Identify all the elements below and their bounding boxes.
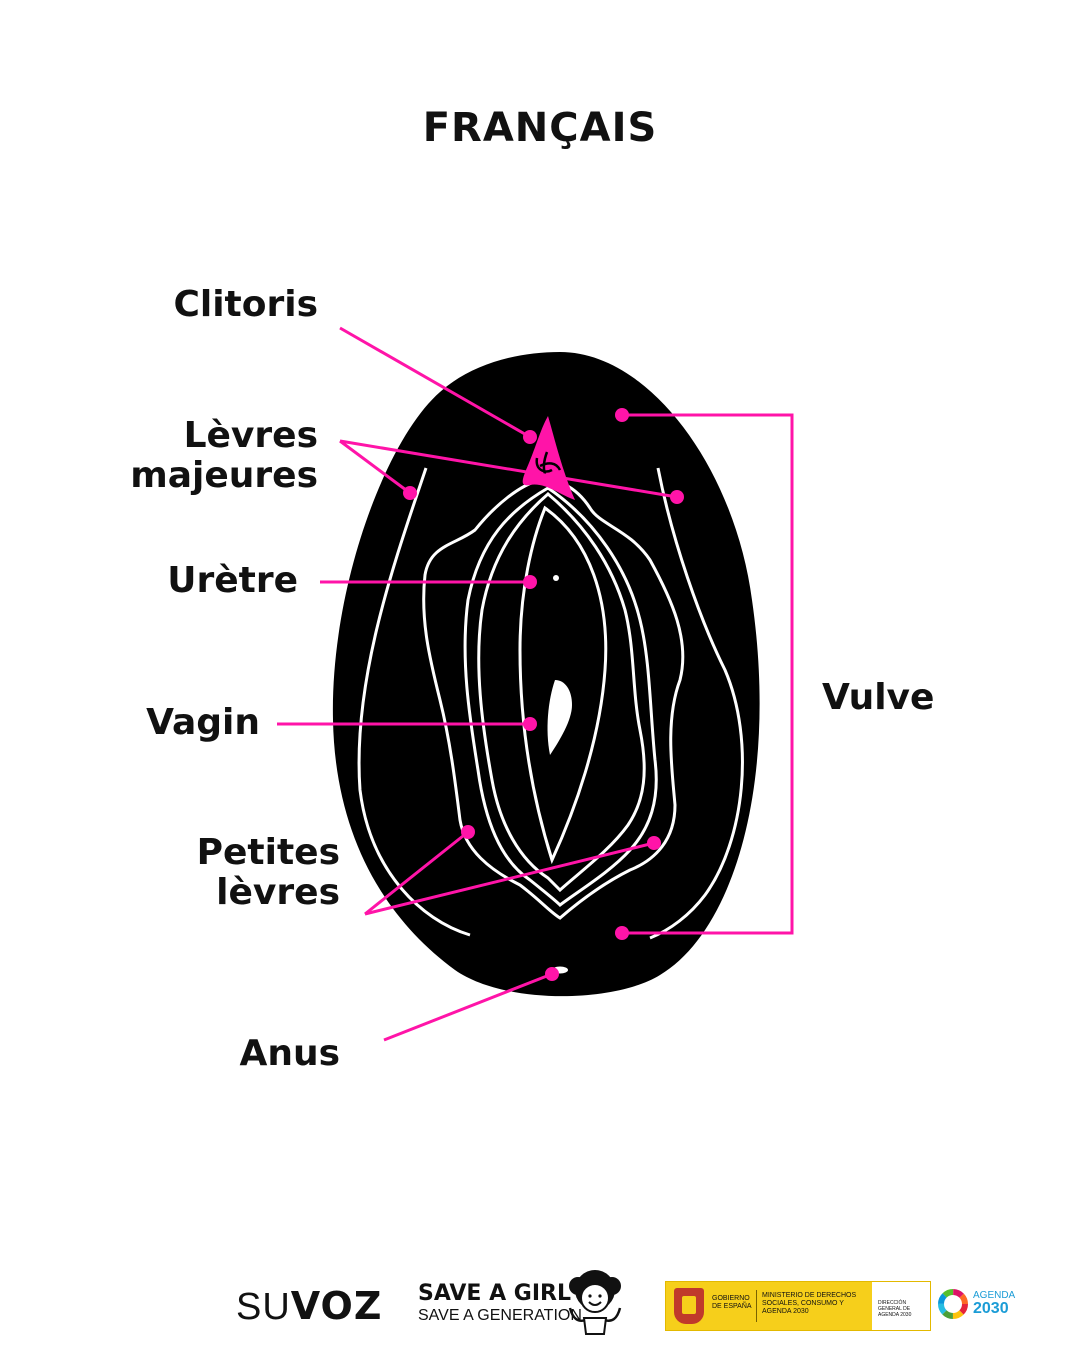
labia-minora-inner-1 [463,486,658,907]
gobierno-text: GOBIERNO DE ESPAÑA [712,1295,752,1310]
footer-logos: SUVOZ SAVE A GIRL SAVE A GENERATION GOBI… [0,1262,1080,1342]
labia-minora-inner-2 [477,492,646,893]
agenda-line1: AGENDA [973,1290,1016,1301]
dot-vulve-bottom [615,926,629,940]
dot-clitoris [523,430,537,444]
girl-face-icon [568,1270,622,1335]
label-petites-levres-line2: lèvres [216,872,340,913]
clitoral-hood-lines [535,451,562,475]
label-levres-majeures: Lèvres majeures [130,416,318,496]
ministerio-text: MINISTERIO DE DERECHOS SOCIALES, CONSUMO… [762,1292,857,1315]
pointer-anus [383,972,553,1042]
label-petites-levres-line1: Petites [196,832,340,873]
save-a-girl-line2: SAVE A GENERATION [418,1307,582,1324]
dot-petites-right [647,836,661,850]
dot-vagin [523,717,537,731]
pointer-levres-right [339,439,678,499]
direccion-text: DIRECCIÓN GENERAL DE AGENDA 2030 [874,1282,930,1330]
vaginal-orifice [547,680,572,755]
pointer-petites-right [364,841,655,916]
gobierno-espana-logo: GOBIERNO DE ESPAÑA MINISTERIO DE DERECHO… [665,1281,931,1331]
pointer-lines [277,326,794,1042]
pointer-petites-left [364,830,469,916]
agenda-2030-logo: AGENDA 2030 [937,1288,1015,1325]
label-vagin: Vagin [146,702,260,743]
label-levres-majeures-line2: majeures [130,455,318,496]
save-a-girl-line1: SAVE A GIRL [418,1281,571,1306]
dot-vulve-top [615,408,629,422]
pointer-dots [403,408,684,981]
vulve-bracket [622,413,794,935]
pointer-clitoris [339,326,531,439]
label-anus: Anus [239,1033,340,1074]
label-petites-levres: Petites lèvres [197,833,340,913]
label-clitoris: Clitoris [173,284,318,325]
vulva-body-shape [332,352,760,997]
page-title: FRANÇAIS [422,105,658,151]
dot-petites-left [461,825,475,839]
save-a-girl-logo: SAVE A GIRL SAVE A GENERATION [418,1282,582,1326]
label-uretre: Urètre [167,560,298,601]
vestibule-shape [518,505,608,865]
pointer-levres-left [339,439,411,495]
dot-anus [545,967,559,981]
agenda-line2: 2030 [973,1300,1009,1317]
suvoz-logo: SUVOZ [236,1284,382,1329]
sdg-wheel-icon [938,1289,968,1319]
dot-levres-left [403,486,417,500]
suvoz-su: SU [236,1286,291,1328]
labia-majora-left-line [357,467,471,937]
spain-coat-of-arms-icon [674,1288,704,1324]
labia-majora-right-line [649,467,744,940]
suvoz-voz: VOZ [290,1284,383,1328]
urethral-opening [553,575,559,581]
label-levres-majeures-line1: Lèvres [183,415,318,456]
label-vulve: Vulve [822,677,935,718]
dot-levres-right [670,490,684,504]
dot-uretre [523,575,537,589]
